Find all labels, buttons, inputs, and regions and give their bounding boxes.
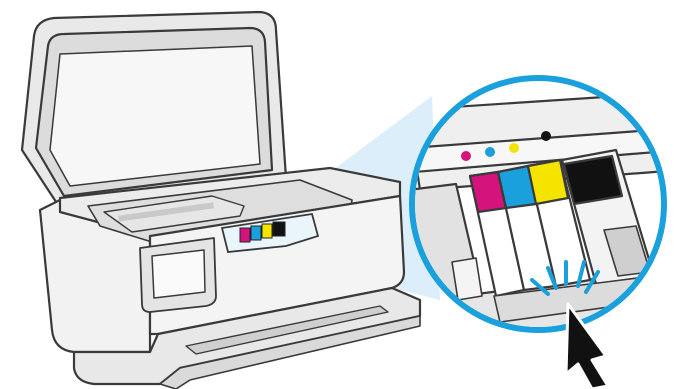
cartridge-small-magenta [240,228,250,242]
dot-cyan [485,147,495,157]
scanner-lid-pad [50,46,260,186]
control-panel-screen [152,250,205,298]
cartridge-small-black [273,222,285,236]
dot-black [541,131,551,141]
carriage-latch [452,258,482,300]
cartridge-small-yellow [262,224,272,238]
cartridge-small-cyan [251,226,261,240]
dot-yellow [509,143,519,153]
dot-magenta [461,151,471,161]
printer-icon [22,12,420,389]
magnifier-circle-icon [408,78,674,340]
